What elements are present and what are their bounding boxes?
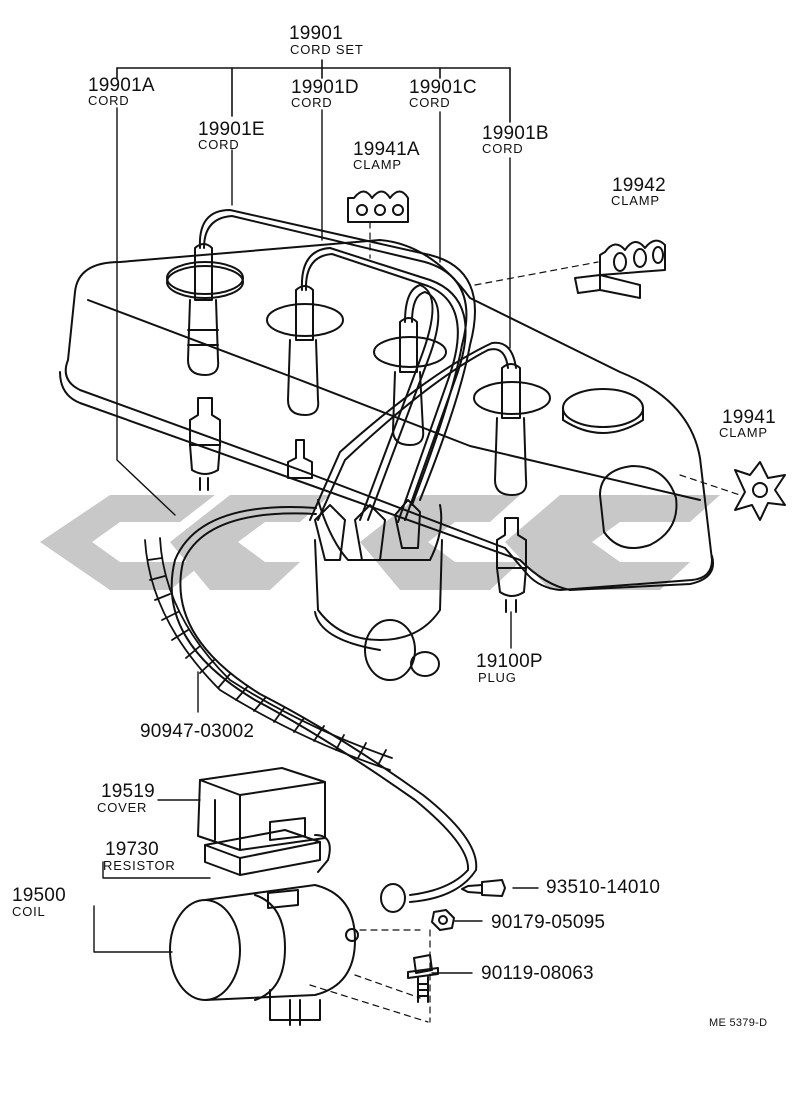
resistor-name: RESISTOR — [103, 858, 176, 873]
clamp-19942 — [574, 239, 666, 299]
plug-part-number: 19100P — [476, 651, 543, 672]
cord-d-name: CORD — [291, 95, 333, 110]
clamp-19941 — [734, 461, 786, 521]
clamp-19941-part-number: 19941 — [722, 407, 776, 428]
plug-name: PLUG — [478, 670, 517, 685]
cord-b-name: CORD — [482, 141, 524, 156]
cover-name: COVER — [97, 800, 148, 815]
screw-part-number: 93510-14010 — [546, 877, 661, 898]
plug-wires — [198, 209, 517, 523]
clamp-a-name: CLAMP — [353, 157, 402, 172]
plug-boots — [166, 243, 551, 496]
cord-c-part-number: 19901C — [409, 77, 477, 98]
diagram-reference: ME 5379-D — [709, 1017, 768, 1029]
cord-a-name: CORD — [88, 93, 130, 108]
clamp-19941a — [347, 190, 409, 223]
screw-93510 — [461, 879, 506, 897]
spark-plugs — [189, 397, 527, 613]
cord-a-part-number: 19901A — [88, 75, 155, 96]
cord-d-part-number: 19901D — [291, 77, 359, 98]
cord-b-part-number: 19901B — [482, 123, 549, 144]
clamp-19941-name: CLAMP — [719, 425, 768, 440]
protector-hose — [144, 537, 393, 771]
coil-name: COIL — [12, 904, 46, 919]
dashed-assembly-lines — [309, 221, 741, 1023]
coil-part-number: 19500 — [12, 885, 66, 906]
clamp-a-part-number: 19941A — [353, 139, 420, 160]
distributor — [314, 499, 443, 681]
coil-wire — [170, 506, 478, 913]
cord-e-part-number: 19901E — [198, 119, 265, 140]
cover-part-number: 19519 — [101, 781, 155, 802]
ignition-coil — [169, 884, 359, 1026]
resistor-part-number: 19730 — [105, 839, 159, 860]
nut-part-number: 90179-05095 — [491, 912, 606, 933]
clamp-19942-name: CLAMP — [611, 193, 660, 208]
hose-part-number: 90947-03002 — [140, 721, 255, 742]
cord-c-name: CORD — [409, 95, 451, 110]
resistor — [204, 817, 331, 876]
watermark-logo — [40, 495, 720, 590]
bolt-90119 — [407, 954, 439, 1003]
cord-set-bracket — [116, 59, 511, 123]
bolt-part-number: 90119-08063 — [481, 963, 594, 984]
nut-90179 — [431, 909, 455, 931]
cord-set-part-number: 19901 — [289, 23, 343, 44]
cord-e-name: CORD — [198, 137, 240, 152]
cord-set-name: CORD SET — [290, 42, 364, 57]
clamp-19942-part-number: 19942 — [612, 175, 666, 196]
